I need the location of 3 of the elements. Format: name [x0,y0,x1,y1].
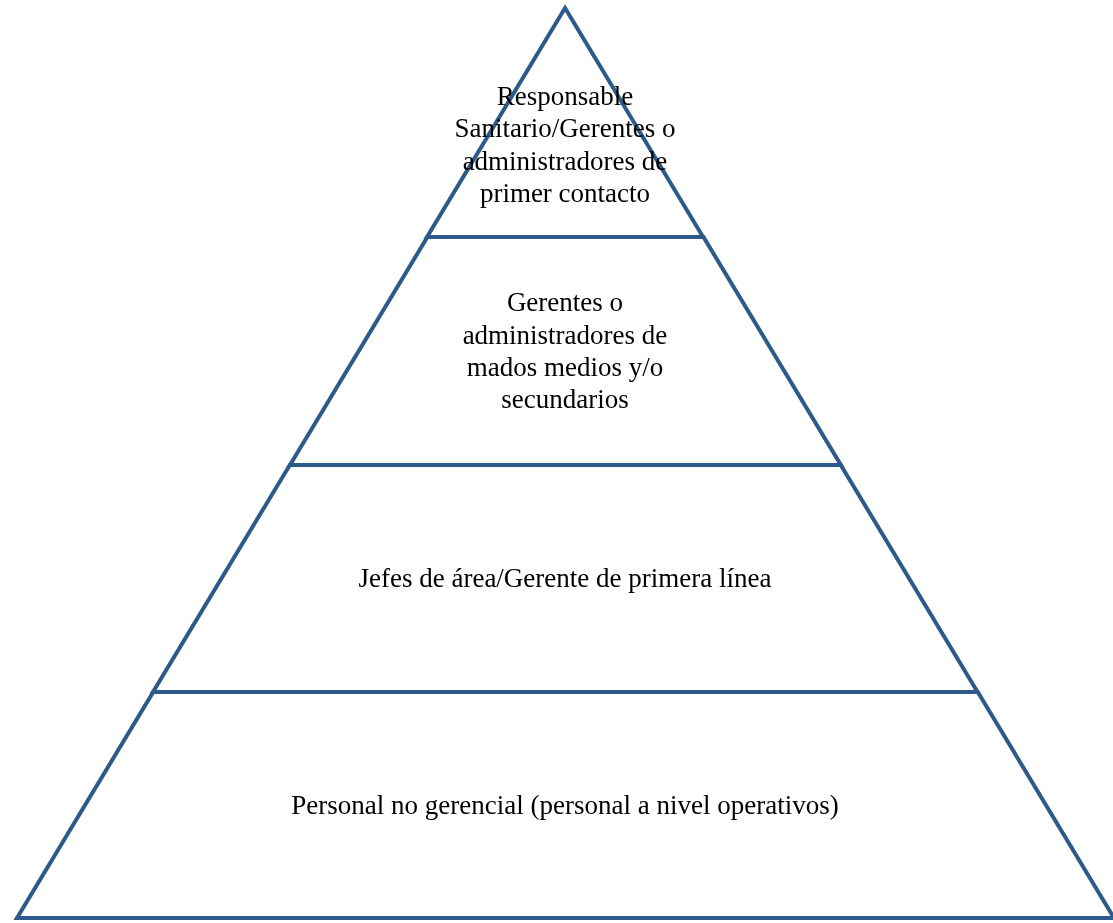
tier-label: Personal no gerencial (personal a nivel operativos) [290,788,840,822]
tier-label: Gerentes o administradores de mados medios y/o secundarios [461,286,669,416]
tier-label: Jefes de área/Gerente de primera línea [357,562,773,595]
